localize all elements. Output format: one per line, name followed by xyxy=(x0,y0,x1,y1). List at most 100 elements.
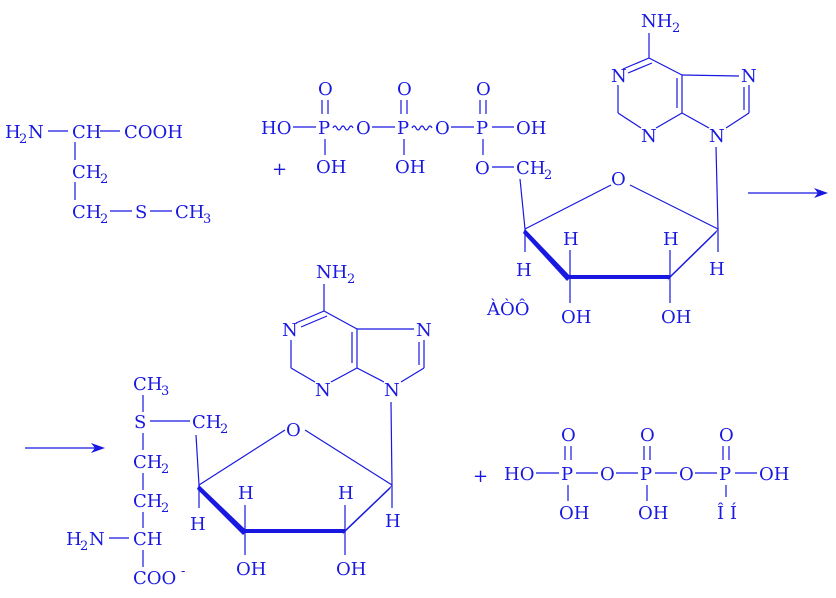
tp-p1-oh: OH xyxy=(559,503,589,524)
atp-ad-c2-n3 xyxy=(617,112,642,129)
sam-c1-bond-n9 xyxy=(390,401,393,486)
sam-c2-oh: OH xyxy=(336,559,366,580)
sam-ch3: CH xyxy=(133,374,162,395)
sam-s: S xyxy=(134,412,146,433)
atp-nh2-sub: 2 xyxy=(672,21,680,36)
atp-p2: P xyxy=(397,118,409,139)
atp-p2-oh: OH xyxy=(395,157,425,178)
atp-n9: N xyxy=(709,126,725,147)
atp: HO P O OH O P O OH O P O OH O CH 2 O xyxy=(261,11,757,328)
atp-label: ÀÒÔ xyxy=(486,297,530,320)
atp-nh2: NH xyxy=(641,11,672,32)
atp-ring-o: O xyxy=(611,169,626,190)
atp-ad-c8-n9 xyxy=(725,112,750,129)
met-n: N xyxy=(28,122,44,143)
atp-ad-c6-n1-double xyxy=(627,62,653,74)
sam-nh2-sub: 2 xyxy=(347,272,355,287)
sam-c3-h: H xyxy=(238,483,254,504)
tp-p2: P xyxy=(640,464,652,485)
sam-coo-charge: - xyxy=(181,564,185,579)
atp-o2: O xyxy=(435,118,450,139)
atp-o1: O xyxy=(356,118,371,139)
tp-ho: HO xyxy=(504,464,534,485)
atp-ring-c4-o xyxy=(524,184,612,230)
met-cooh: COOH xyxy=(124,122,183,143)
sam-ch: CH xyxy=(133,529,162,550)
tp-o1: O xyxy=(600,464,615,485)
reaction-arrow-2 xyxy=(25,443,105,453)
sam-ad-c6-n1 xyxy=(295,310,325,324)
sam-n9: N xyxy=(384,380,400,401)
met-h-sub: 2 xyxy=(19,132,27,147)
plus-sign-1: + xyxy=(272,159,287,180)
met-ch3: CH xyxy=(175,202,204,223)
sam-ring-o-c1 xyxy=(304,429,393,486)
atp-c1-h: H xyxy=(709,259,725,280)
sam-wedge-left xyxy=(197,485,247,535)
plus-sign-2: + xyxy=(473,466,488,487)
atp-c2-h: H xyxy=(663,229,679,250)
atp-ring-o-c1 xyxy=(629,184,719,230)
sam-h2n-sub: 2 xyxy=(80,539,88,554)
atp-p3: P xyxy=(476,118,488,139)
met-s: S xyxy=(135,202,147,223)
met-ch2b: CH xyxy=(72,202,101,223)
tp-label: Î Í xyxy=(717,501,737,524)
atp-ad-c5-c6 xyxy=(648,57,683,76)
atp-p1-oh: OH xyxy=(316,157,346,178)
tp-p1: P xyxy=(561,464,573,485)
sam-ring-c4-o xyxy=(198,429,286,486)
atp-wedge-left xyxy=(523,229,571,281)
met-ch2a-sub: 2 xyxy=(100,172,108,187)
atp-n3: N xyxy=(641,126,657,147)
atp-wedge-right xyxy=(667,229,718,281)
tp-p2-o: O xyxy=(640,425,655,446)
sam-ch2b-sub: 2 xyxy=(161,501,169,516)
sam-ch2a-sub: 2 xyxy=(161,462,169,477)
sam-nh2: NH xyxy=(316,262,347,283)
sam-h2n-h: H xyxy=(66,529,82,550)
atp-ho: HO xyxy=(261,118,291,139)
sam-ad-c8-n9 xyxy=(400,367,425,383)
sam-ch3-sub: 3 xyxy=(161,384,169,399)
tp-p3: P xyxy=(719,464,731,485)
tp-o2: O xyxy=(679,464,694,485)
met-ch2b-sub: 2 xyxy=(100,212,108,227)
arrow-1-head xyxy=(814,188,828,198)
atp-c4-h: H xyxy=(516,260,532,281)
atp-ch2: CH xyxy=(516,158,545,179)
atp-ad-n3-c4 xyxy=(655,112,683,129)
sam-ad-c5-c6 xyxy=(323,310,358,330)
sam-c3-oh: OH xyxy=(236,559,266,580)
triphosphate: HO P O OH O P O OH O P O OH Î Í xyxy=(504,425,789,524)
sam-c4-h: H xyxy=(190,514,206,535)
s-adenosylmethionine: CH 3 S CH 2 CH 2 CH 2 H 2 N CH COO - O H… xyxy=(66,262,432,589)
sam-n7: N xyxy=(416,320,432,341)
sam-n3: N xyxy=(315,380,331,401)
atp-p3-o: O xyxy=(476,79,491,100)
sam-ch2a: CH xyxy=(133,452,162,473)
sam-ad-n9-c4 xyxy=(356,367,385,383)
sam-wedge-right xyxy=(342,485,392,535)
sam-coo: COO xyxy=(133,568,176,589)
atp-ad-c5-n7 xyxy=(681,74,740,77)
met-h: H xyxy=(5,122,21,143)
sam-n1: N xyxy=(282,320,298,341)
atp-p2-o: O xyxy=(397,79,412,100)
atp-c3-h: H xyxy=(563,229,579,250)
atp-p1: P xyxy=(318,118,330,139)
sam-c1-h: H xyxy=(385,511,401,532)
sam-ad-c6-n1-double xyxy=(300,315,328,328)
tp-p3-o: O xyxy=(719,425,734,446)
atp-ch2-sub: 2 xyxy=(544,168,552,183)
sam-ad-c2-n3 xyxy=(290,367,316,383)
arrow-2-head xyxy=(91,443,105,453)
met-ch: CH xyxy=(72,122,101,143)
sam-ch2b: CH xyxy=(133,491,162,512)
met-ch2a: CH xyxy=(72,162,101,183)
sam-c2-h: H xyxy=(338,483,354,504)
atp-n1: N xyxy=(611,66,627,87)
sam-ad-n3-c4 xyxy=(330,367,358,383)
